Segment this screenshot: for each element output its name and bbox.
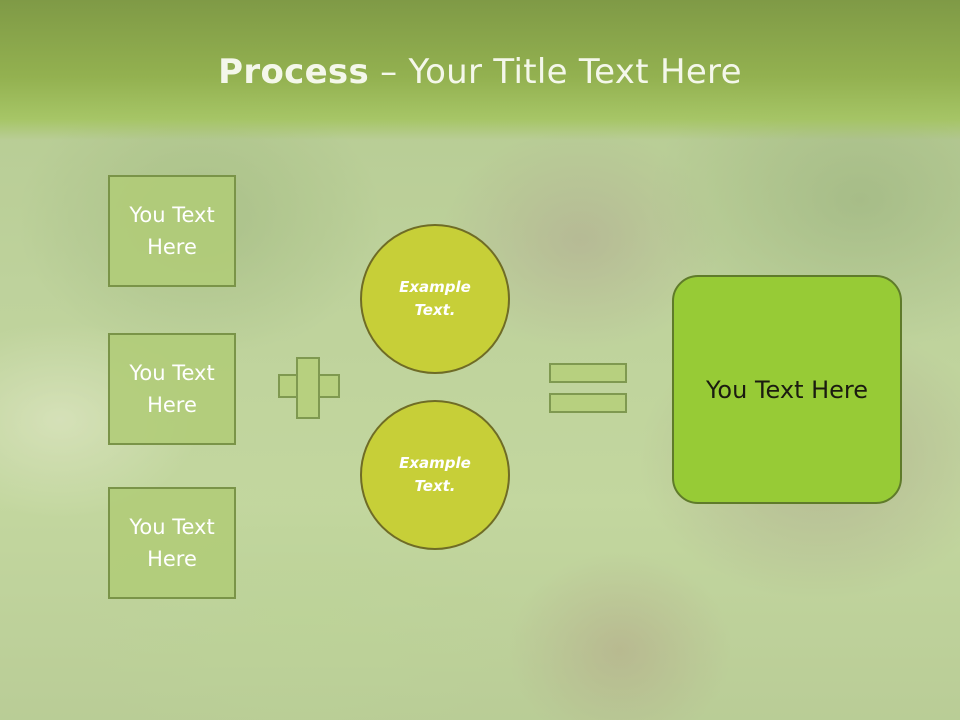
plus-center (298, 376, 318, 396)
text-box-1[interactable]: You Text Here (108, 175, 236, 287)
text-box-label: You Text Here (129, 515, 215, 571)
result-box[interactable]: You Text Here (672, 275, 902, 504)
circle-label: Example Text. (399, 454, 471, 495)
example-circle-1[interactable]: Example Text. (360, 224, 510, 374)
result-label: You Text Here (705, 375, 869, 404)
text-box-label: You Text Here (129, 203, 215, 259)
example-circle-2[interactable]: Example Text. (360, 400, 510, 550)
slide-title[interactable]: Process – Your Title Text Here (0, 52, 960, 92)
text-box-2[interactable]: You Text Here (108, 333, 236, 445)
text-box-3[interactable]: You Text Here (108, 487, 236, 599)
equals-bottom-bar (549, 393, 627, 413)
title-band (0, 0, 960, 140)
slide-title-rest: – Your Title Text Here (369, 52, 742, 92)
equals-top-bar (549, 363, 627, 383)
slide-title-bold: Process (218, 52, 370, 92)
text-box-label: You Text Here (129, 361, 215, 417)
circle-label: Example Text. (399, 278, 471, 319)
